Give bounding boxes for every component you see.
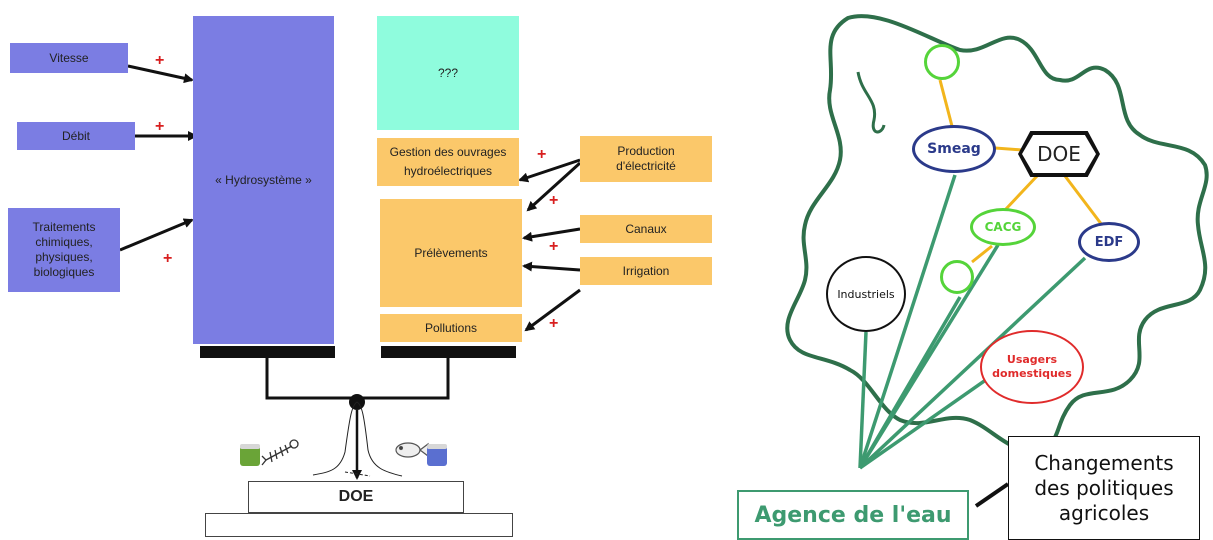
plus-irrigation: +	[549, 315, 559, 332]
doe-base	[205, 513, 513, 537]
plus-production-prelev: +	[549, 192, 559, 209]
cacg-node: CACG	[970, 208, 1036, 246]
changements-box: Changements des politiques agricoles	[1008, 436, 1200, 540]
industriels-node: Industriels	[826, 256, 906, 332]
bucket-green-icon	[240, 444, 260, 466]
arrow-prod-gestion	[518, 158, 581, 183]
bucket-blue-icon	[427, 444, 447, 466]
doe-hexagon: DOE	[1018, 131, 1100, 177]
edf-node: EDF	[1078, 222, 1140, 262]
doe-platform: DOE	[248, 481, 464, 513]
bar-left	[200, 346, 335, 358]
irrigation-box: Irrigation	[580, 257, 712, 285]
production-electricite-box: Production d'électricité	[580, 136, 712, 182]
agence-box: Agence de l'eau	[737, 490, 969, 540]
arrow-vitesse	[127, 64, 194, 84]
map-inlet	[856, 71, 886, 134]
debit-box: Débit	[17, 122, 135, 150]
bar-right	[381, 346, 516, 358]
hydrosysteme-box: « Hydrosystème »	[193, 16, 334, 344]
arrow-traitements	[119, 218, 194, 252]
canaux-box: Canaux	[580, 215, 712, 243]
arrow-prod-prelev	[526, 161, 582, 212]
hydrograph-dashed	[344, 471, 371, 477]
vitesse-box: Vitesse	[10, 43, 128, 73]
fish-icon	[395, 442, 429, 458]
traitements-box: Traitements chimiques, physiques, biolog…	[8, 208, 120, 292]
green-node-bottom	[940, 260, 974, 294]
plus-vitesse: +	[155, 52, 165, 69]
plus-canaux: +	[549, 238, 559, 255]
plus-production: +	[537, 146, 547, 163]
smeag-node: Smeag	[912, 125, 996, 173]
fish-skeleton-icon	[261, 439, 299, 466]
plus-debit: +	[155, 118, 165, 135]
hydrograph-curve	[312, 401, 403, 477]
pollutions-box: Pollutions	[380, 314, 522, 342]
arrow-irrig-pollution	[524, 288, 581, 332]
connector	[265, 358, 450, 400]
prelevements-box: Prélèvements	[380, 199, 522, 307]
arrow-canaux-prelev	[522, 227, 581, 242]
plus-traitements: +	[163, 250, 173, 267]
link-agence-changements	[974, 482, 1010, 508]
doe-hexagon-label: DOE	[1022, 135, 1096, 173]
unknown-box: ???	[377, 16, 519, 130]
arrow-irrig-prelev	[522, 261, 581, 272]
green-node-top	[924, 44, 960, 80]
usagers-node: Usagers domestiques	[980, 330, 1084, 404]
map-outline	[785, 14, 1209, 453]
gestion-ouvrages-box: Gestion des ouvrages hydroélectriques	[377, 138, 519, 186]
